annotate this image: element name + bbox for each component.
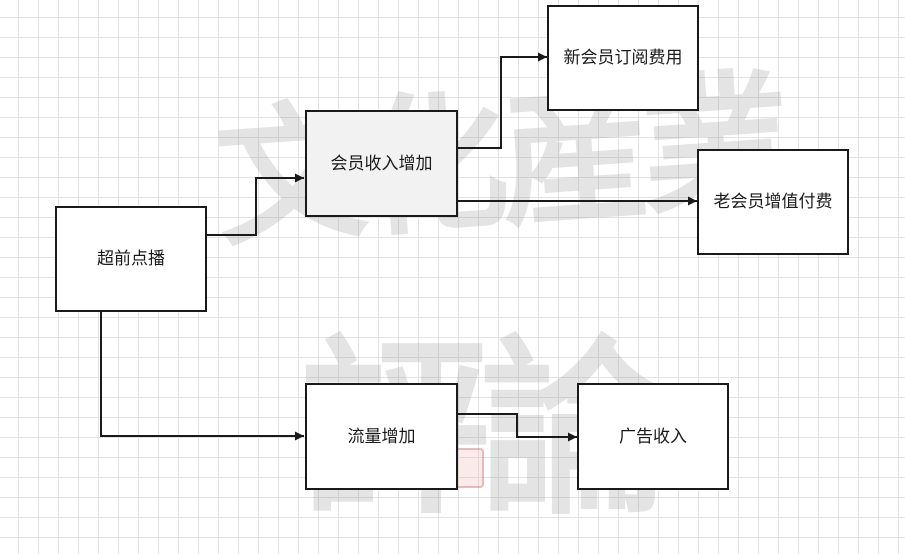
node-new-member-subscription-fee-label: 新会员订阅费用 [563,48,683,68]
node-advance-screening-label: 超前点播 [97,249,165,269]
node-new-member-subscription-fee[interactable]: 新会员订阅费用 [547,5,699,111]
node-advance-screening[interactable]: 超前点播 [55,206,207,312]
node-ad-income-label: 广告收入 [619,426,687,447]
node-member-income-increase[interactable]: 会员收入增加 [305,110,458,217]
node-member-income-increase-label: 会员收入增加 [330,153,433,174]
edge-member-income-to-new-member-fee [457,52,547,149]
node-ad-income[interactable]: 广告收入 [577,383,729,490]
node-traffic-increase[interactable]: 流量增加 [305,383,458,490]
node-old-member-value-added-payment-label: 老会员增值付费 [713,192,833,212]
node-old-member-value-added-payment[interactable]: 老会员增值付费 [697,149,849,255]
edge-root-to-member-income [206,173,304,236]
node-traffic-increase-label: 流量增加 [347,426,416,447]
edge-root-to-traffic [100,312,304,441]
edge-traffic-to-ad-income [457,413,577,442]
